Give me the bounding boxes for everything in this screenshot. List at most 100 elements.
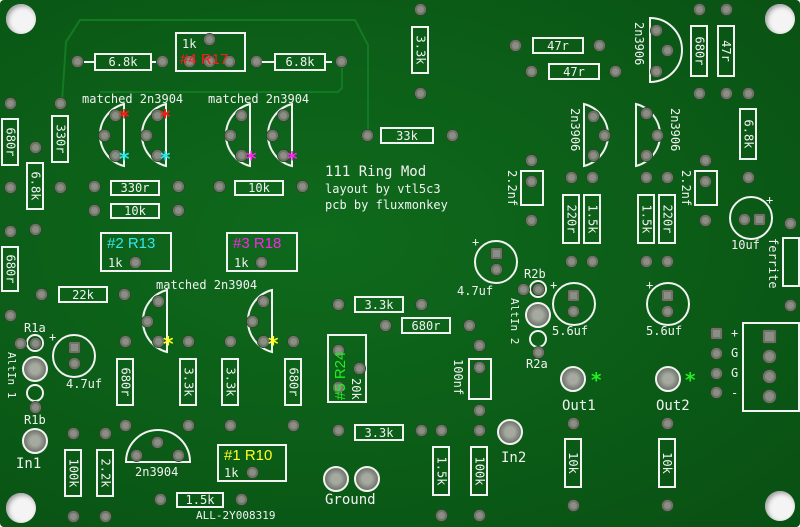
pad	[130, 257, 141, 268]
ground-jack-a[interactable]	[323, 466, 349, 492]
pad	[30, 224, 41, 235]
resistor-label: 1.5k	[185, 493, 215, 507]
pad	[743, 172, 754, 183]
out2-jack[interactable]	[655, 366, 681, 392]
mounting-hole-tr	[765, 4, 795, 34]
trimmer-r24[interactable]	[327, 334, 367, 403]
pad	[247, 467, 258, 478]
pad	[183, 336, 194, 347]
resistor-label: 3.3k	[364, 425, 394, 440]
pad	[510, 40, 521, 51]
pad	[662, 45, 673, 56]
pad	[225, 336, 236, 347]
resistor-220r-b: 220r	[658, 194, 676, 244]
r2a-label: R2a	[526, 357, 548, 371]
ground-jack-b[interactable]	[354, 466, 380, 492]
pad	[256, 257, 267, 268]
resistor-label: 680r	[118, 367, 132, 397]
pad	[763, 350, 776, 363]
trimmer-r18-label: #3 R18	[233, 235, 282, 252]
pad	[119, 289, 130, 300]
resistor-33k: 33k	[380, 127, 434, 144]
pad	[700, 176, 711, 187]
trimmer-r13[interactable]	[100, 232, 172, 272]
r1a-pad-ring	[26, 334, 44, 352]
pad	[526, 176, 537, 187]
pad	[641, 108, 652, 119]
trimmer-r10[interactable]	[217, 444, 287, 482]
trimmer-r10-label: #1 R10	[224, 447, 273, 464]
resistor-label: 3.3k	[364, 297, 394, 312]
pad	[236, 110, 247, 121]
cap-plus: +	[49, 330, 57, 344]
resistor-label: 680r	[411, 318, 441, 333]
pad	[173, 181, 184, 192]
pad	[5, 226, 16, 237]
pad	[336, 56, 347, 67]
layout-credit: layout by vtl5c3	[325, 182, 441, 196]
matched-pair-label-a: matched 2n3904	[82, 92, 184, 106]
pad	[743, 88, 754, 99]
altin1-jack[interactable]	[22, 356, 48, 382]
pad	[153, 296, 164, 307]
trimmer-r10-value: 1k	[224, 466, 239, 480]
pad	[464, 320, 475, 331]
pad	[662, 256, 673, 267]
resistor-label: 10k	[248, 181, 270, 195]
resistor-330r-left: 330r	[51, 115, 69, 163]
resistor-10k-out1: 10k	[564, 438, 582, 488]
resistor-lead	[326, 61, 332, 63]
pad	[225, 420, 236, 431]
resistor-label: 100k	[472, 456, 486, 486]
transistor-q7-label: 2n3904	[135, 465, 179, 479]
pad	[641, 172, 652, 183]
capacitor-2-2nf-a	[520, 170, 544, 206]
pad	[526, 155, 537, 166]
pad	[69, 342, 80, 353]
in1-jack[interactable]	[22, 428, 48, 454]
resistor-label: 6.8k	[108, 55, 138, 69]
trimmer-r17-label: #4 R17	[180, 51, 229, 68]
pad	[700, 215, 711, 226]
resistor-6-8k-right: 6.8k	[739, 108, 757, 160]
trimmer-r17[interactable]	[175, 32, 246, 72]
resistor-label: 33k	[396, 128, 418, 143]
out1-jack[interactable]	[560, 366, 586, 392]
pad	[594, 40, 605, 51]
capacitor-10uf-label: 10uf	[731, 238, 760, 252]
capacitor-5-6uf-b	[646, 282, 690, 326]
resistor-label: 100k	[66, 458, 80, 488]
r2b-label: R2b	[524, 267, 546, 281]
resistor-label: 680r	[3, 254, 17, 284]
resistor-label: 1.5k	[639, 204, 653, 234]
resistor-label: 10k	[660, 452, 674, 474]
pad	[142, 316, 153, 327]
in2-jack[interactable]	[497, 419, 523, 445]
pad	[333, 345, 344, 356]
resistor-680r-bl: 680r	[116, 358, 134, 406]
pad	[588, 111, 599, 122]
pad	[173, 450, 184, 461]
resistor-3-3k-c: 3.3k	[354, 296, 404, 313]
resistor-label: 220r	[564, 204, 578, 234]
pad	[153, 336, 164, 347]
altin2-jack[interactable]	[525, 302, 551, 328]
pad	[651, 66, 662, 77]
resistor-lead	[262, 61, 274, 63]
marker-star-red: *	[160, 105, 171, 129]
altin1-label: AltIn 1	[5, 352, 18, 399]
pad	[152, 437, 163, 448]
trimmer-r18[interactable]	[226, 232, 298, 272]
pad	[5, 98, 16, 109]
marker-star-yellow: *	[163, 332, 174, 356]
power-connector[interactable]	[742, 322, 800, 412]
power-label-minus: -	[731, 386, 739, 400]
resistor-1-5k-bottom: 1.5k	[176, 492, 224, 508]
pad	[447, 130, 458, 141]
resistor-3-3k-bl-a: 3.3k	[179, 358, 197, 406]
pad	[354, 363, 365, 374]
pad	[587, 172, 598, 183]
pad	[588, 150, 599, 161]
power-label-g2: G	[731, 366, 739, 380]
pad	[526, 215, 537, 226]
